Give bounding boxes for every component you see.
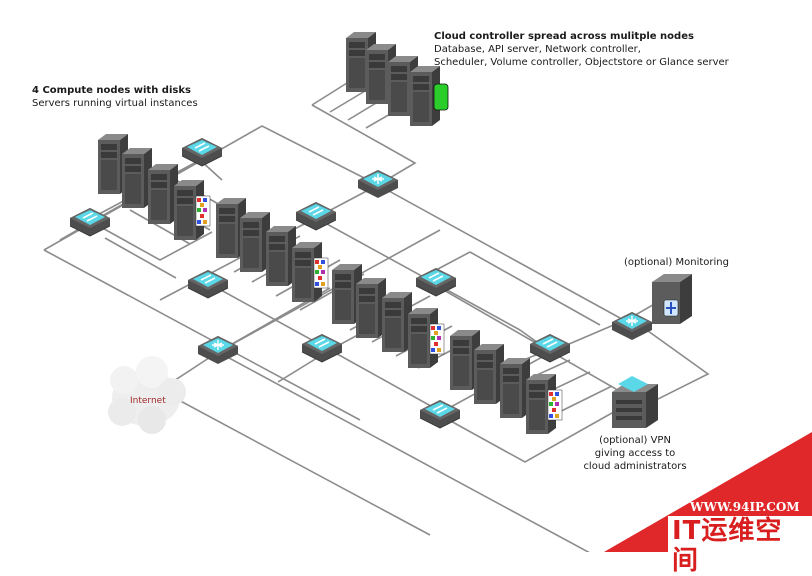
vpn-server <box>612 376 658 428</box>
watermark-brand: IT运维空间 <box>668 516 812 576</box>
router-icon <box>357 169 399 199</box>
switch-icon <box>529 333 571 363</box>
cloud-controller-title: Cloud controller spread across mulitple … <box>434 31 694 42</box>
switch-icon <box>187 269 229 299</box>
internet-cloud-icon <box>108 356 186 434</box>
vpn-line-2: giving access to <box>594 448 676 459</box>
watermark-url: WWW.94IP.COM <box>690 500 800 514</box>
monitoring-server <box>652 274 692 324</box>
switch-icon <box>181 137 223 167</box>
internet-label: Internet <box>130 396 166 406</box>
controller-led-icon <box>433 83 449 111</box>
cloud-controller-line-1: Database, API server, Network controller… <box>434 44 641 55</box>
cloud-controller-caption: Cloud controller spread across mulitple … <box>434 30 729 69</box>
network-diagram <box>43 32 812 552</box>
cloud-controller-rack <box>346 32 449 126</box>
cloud-controller-line-2: Scheduler, Volume controller, Objectstor… <box>434 57 729 68</box>
vpn-line-1: (optional) VPN <box>599 435 671 446</box>
compute-nodes-subtitle: Servers running virtual instances <box>32 98 198 109</box>
vpn-line-3: cloud administrators <box>583 461 687 472</box>
compute-nodes-title: 4 Compute nodes with disks <box>32 85 191 96</box>
compute-nodes-caption: 4 Compute nodes with disks Servers runni… <box>32 84 198 110</box>
vpn-caption: (optional) VPN giving access to cloud ad… <box>580 434 690 473</box>
monitoring-label: (optional) Monitoring <box>624 257 729 268</box>
